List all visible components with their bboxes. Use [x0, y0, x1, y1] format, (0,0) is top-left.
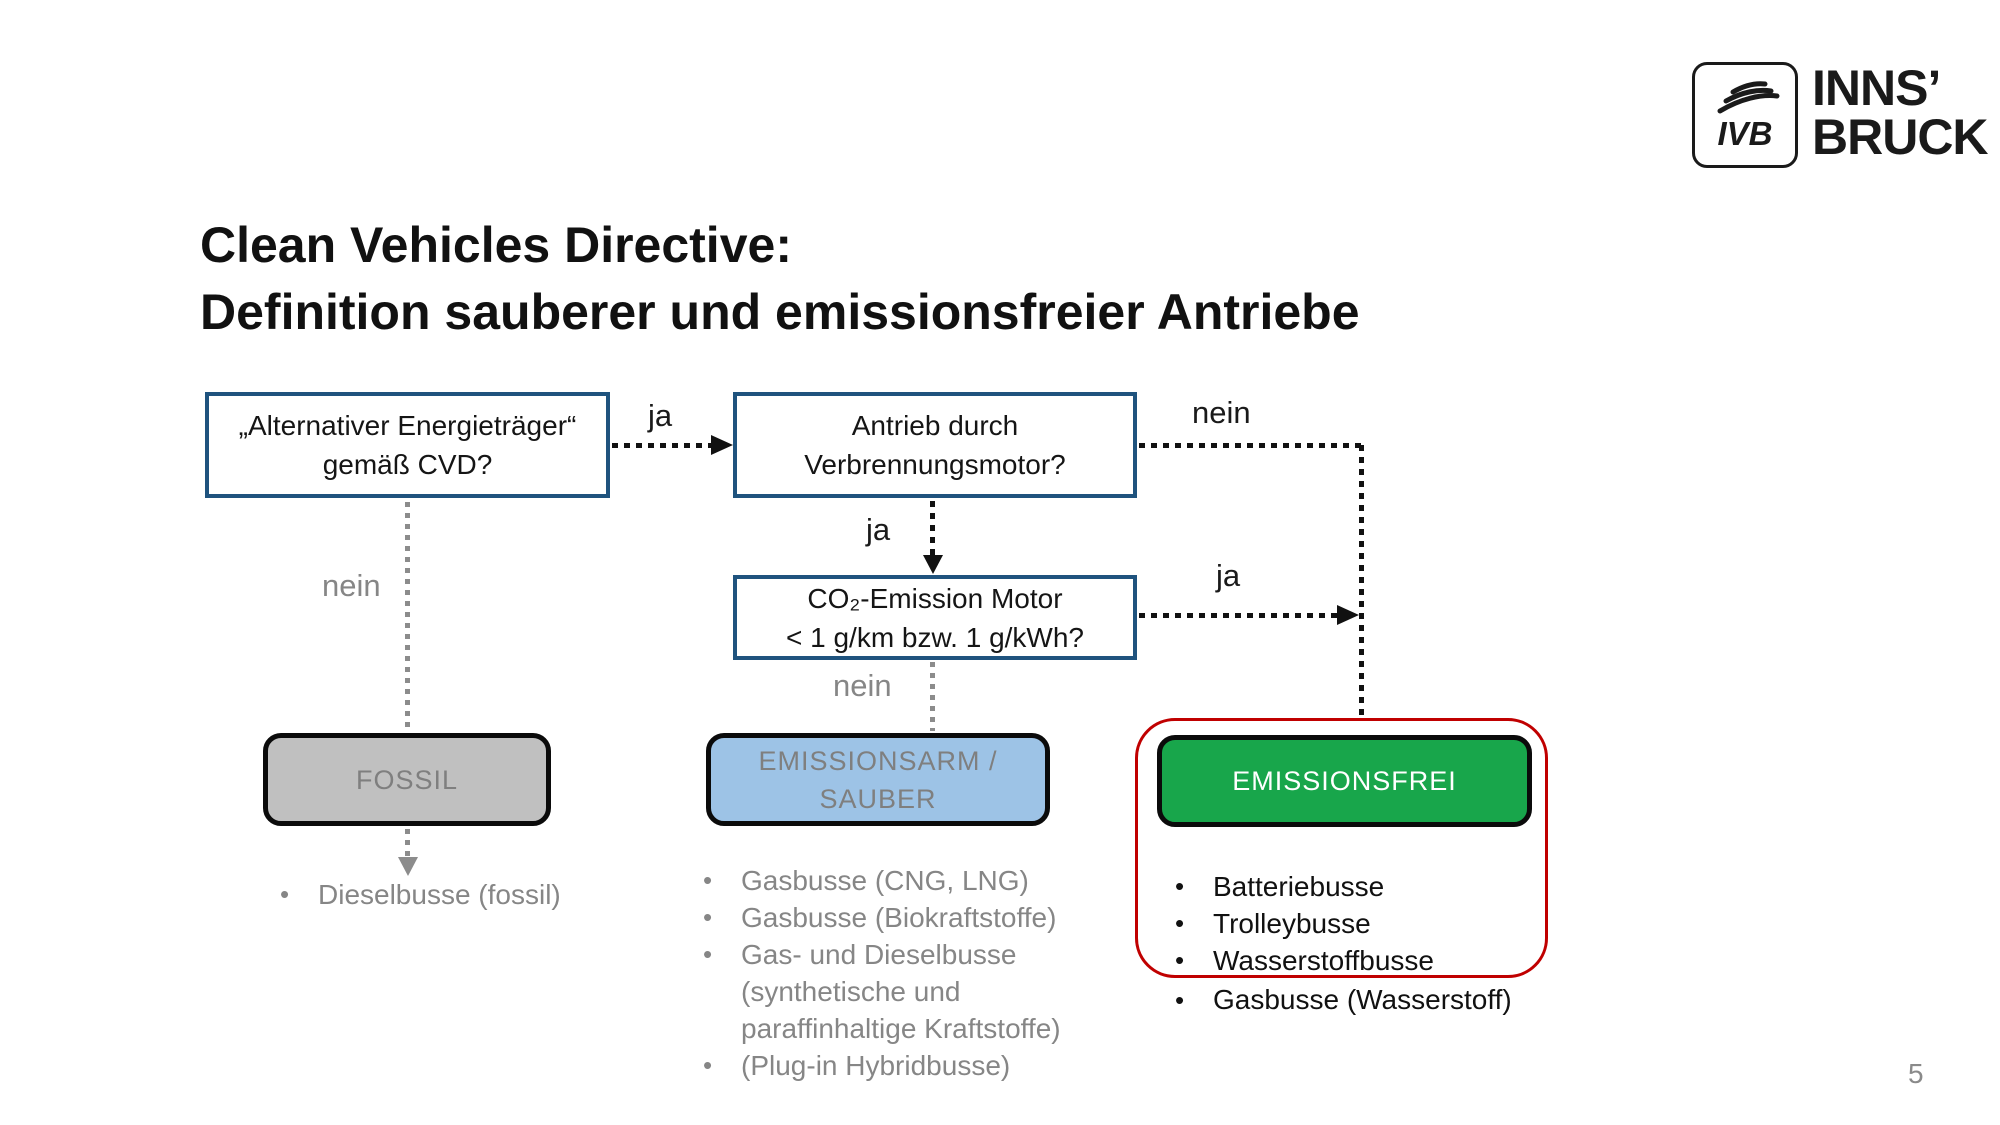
label-ja-co2: ja: [1216, 558, 1241, 593]
connector-alt-nein: [405, 502, 410, 731]
bullet-icon: •: [1175, 945, 1185, 975]
list-item-text: (synthetische und: [741, 976, 961, 1007]
list-item: • (Plug-in Hybridbusse): [703, 1047, 1061, 1084]
connector-co2-nein: [930, 662, 935, 731]
connector-combustion-to-co2: [930, 501, 935, 557]
title-line1: Clean Vehicles Directive:: [200, 217, 792, 273]
clean-examples-list: • Gasbusse (CNG, LNG) • Gasbusse (Biokra…: [703, 862, 1061, 1084]
list-item: • Trolleybusse: [1175, 905, 1512, 942]
bullet-icon: •: [1175, 985, 1185, 1015]
bullet-icon: •: [1175, 871, 1185, 901]
bullet-icon: •: [1175, 908, 1185, 938]
list-item: • Batteriebusse: [1175, 868, 1512, 905]
list-item: • Gasbusse (CNG, LNG): [703, 862, 1061, 899]
result-clean: EMISSIONSARM / SAUBER: [706, 733, 1050, 826]
list-item-text: Batteriebusse: [1213, 871, 1385, 902]
list-item-text: Wasserstoffbusse: [1213, 945, 1434, 976]
arrowhead-down-icon: [923, 555, 943, 574]
list-item: • Gasbusse (Wasserstoff): [1175, 979, 1512, 1021]
title-line2: Definition sauberer und emissionsfreier …: [200, 284, 1360, 340]
list-item-text: Gas- und Dieselbusse: [741, 939, 1017, 970]
bullet-icon: •: [703, 1050, 713, 1080]
list-item: • Wasserstoffbusse: [1175, 942, 1512, 979]
list-item: • Gas- und Dieselbusse: [703, 936, 1061, 973]
list-item-text: Gasbusse (Biokraftstoffe): [741, 902, 1057, 933]
wordmark-line2: BRUCK: [1812, 109, 1989, 165]
fossil-examples-list: • Dieselbusse (fossil): [280, 876, 561, 913]
list-item-text: Gasbusse (Wasserstoff): [1213, 984, 1512, 1015]
ivb-logo-icon: IVB: [1692, 62, 1798, 168]
bullet-icon: •: [703, 939, 713, 969]
decision-co2-line1: CO₂-Emission Motor: [807, 582, 1063, 614]
decision-alt-energy-line1: „Alternativer Energieträger“: [238, 410, 577, 441]
connector-fossil-to-list: [405, 829, 410, 859]
result-clean-line2: SAUBER: [819, 783, 937, 814]
zero-emission-highlight-outline: [1135, 718, 1548, 978]
label-nein-combustion: nein: [1192, 395, 1251, 430]
wordmark-line1: INNS’: [1812, 60, 1941, 116]
list-item-continuation: • paraffinhaltige Kraftstoffe): [703, 1010, 1061, 1047]
label-nein-alt: nein: [322, 568, 381, 603]
label-nein-co2: nein: [833, 668, 892, 703]
decision-combustion-line2: Verbrennungsmotor?: [804, 449, 1066, 480]
bullet-icon: •: [703, 902, 713, 932]
connector-alt-to-combustion: [612, 443, 713, 448]
decision-alt-energy: „Alternativer Energieträger“ gemäß CVD?: [205, 392, 610, 498]
list-item-text: Dieselbusse (fossil): [318, 879, 561, 910]
arrowhead-right-icon: [1337, 605, 1359, 625]
list-item-text: Trolleybusse: [1213, 908, 1371, 939]
connector-combustion-nein: [1139, 443, 1363, 448]
zero-emission-examples-list: • Batteriebusse • Trolleybusse • Wassers…: [1175, 868, 1512, 1021]
decision-combustion: Antrieb durch Verbrennungsmotor?: [733, 392, 1137, 498]
list-item: • Dieselbusse (fossil): [280, 876, 561, 913]
result-clean-line1: EMISSIONSARM /: [758, 745, 998, 776]
result-zero-emission: EMISSIONSFREI: [1157, 735, 1532, 827]
list-item-continuation: • (synthetische und: [703, 973, 1061, 1010]
bullet-icon: •: [280, 879, 290, 909]
ivb-logo-graphic: IVB: [1717, 81, 1780, 152]
list-item-text: paraffinhaltige Kraftstoffe): [741, 1013, 1061, 1044]
label-ja-combustion: ja: [866, 512, 891, 547]
list-item-text: Gasbusse (CNG, LNG): [741, 865, 1029, 896]
connector-down-to-zero: [1359, 445, 1364, 718]
decision-alt-energy-line2: gemäß CVD?: [322, 449, 493, 480]
page-title: Clean Vehicles Directive: Definition sau…: [200, 212, 1360, 346]
list-item-text: (Plug-in Hybridbusse): [741, 1050, 1011, 1081]
innsbruck-wordmark: INNS’ BRUCK: [1812, 60, 1989, 165]
decision-co2-line2: < 1 g/km bzw. 1 g/kWh?: [785, 621, 1085, 653]
arrowhead-down-gray-icon: [398, 857, 418, 876]
label-ja-alt: ja: [648, 398, 673, 433]
list-item: • Gasbusse (Biokraftstoffe): [703, 899, 1061, 936]
connector-co2-ja: [1139, 613, 1339, 618]
decision-combustion-line1: Antrieb durch: [851, 410, 1019, 441]
arrowhead-right-icon: [711, 435, 733, 455]
decision-co2: CO₂-Emission Motor < 1 g/km bzw. 1 g/kWh…: [733, 575, 1137, 660]
result-fossil: FOSSIL: [263, 733, 551, 826]
page-number: 5: [1908, 1058, 1924, 1089]
bullet-icon: •: [703, 865, 713, 895]
ivb-logo-text: IVB: [1717, 115, 1772, 152]
